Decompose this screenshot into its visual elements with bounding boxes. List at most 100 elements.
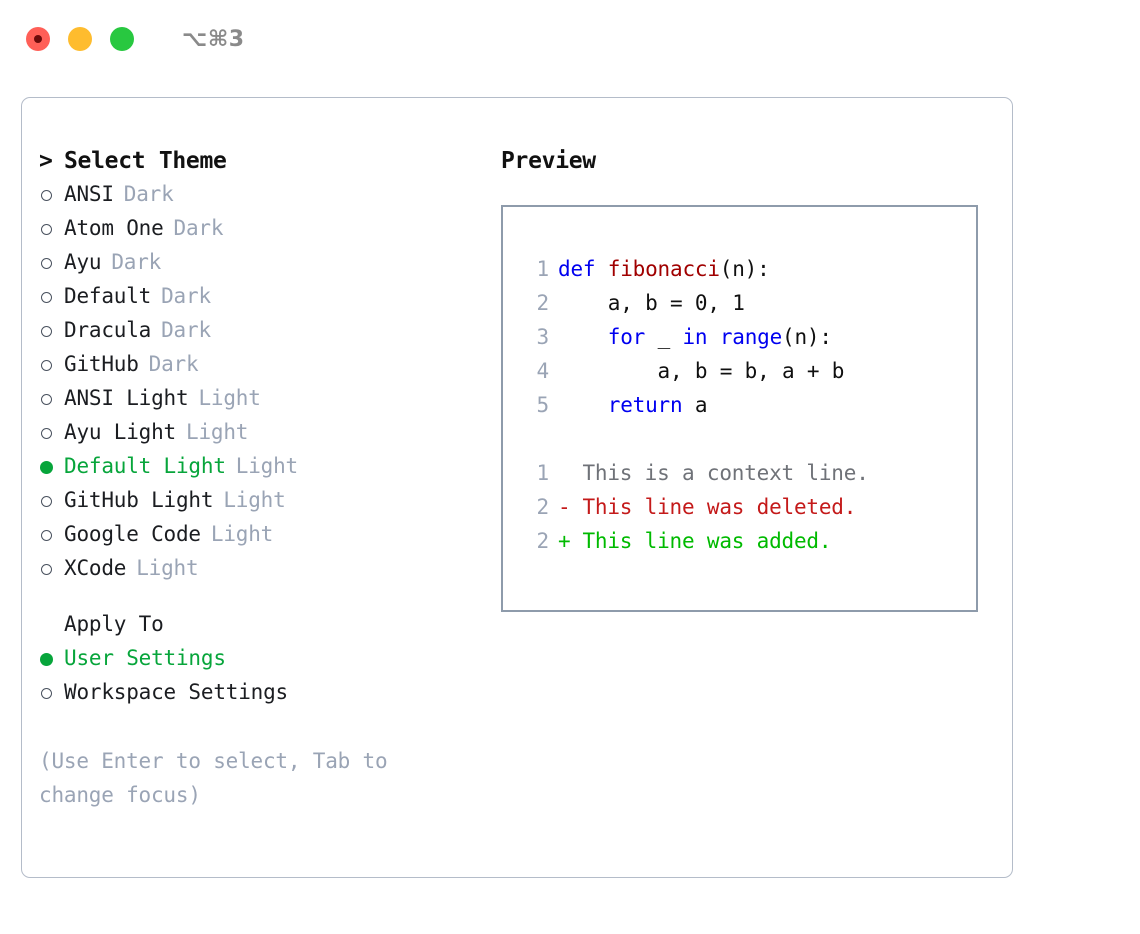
- apply-to-option-user-settings[interactable]: User Settings: [39, 646, 469, 680]
- apply-to-option-label: User Settings: [64, 646, 226, 670]
- code-token-plain: (n):: [782, 325, 832, 349]
- line-number: 2: [536, 291, 550, 315]
- theme-option-label: Default Light: [64, 454, 226, 478]
- preview-heading: Preview: [501, 148, 596, 174]
- theme-option-variant-tag: Dark: [161, 318, 211, 342]
- code-token-fn: fibonacci: [607, 257, 720, 281]
- theme-option-label: Default: [64, 284, 152, 308]
- diff-marker: +: [558, 529, 571, 553]
- line-number: 4: [536, 359, 550, 383]
- theme-option-variant-tag: Light: [136, 556, 199, 580]
- theme-option-label: GitHub Light: [64, 488, 214, 512]
- diff-snippet: 1 This is a context line.2- This line wa…: [519, 456, 869, 558]
- diff-marker: -: [558, 495, 571, 519]
- theme-option-variant-tag: Light: [198, 386, 261, 410]
- minimize-window-icon[interactable]: [68, 27, 92, 51]
- theme-option-variant-tag: Light: [210, 522, 274, 546]
- code-token-kw: return: [607, 393, 683, 417]
- theme-option-ayu[interactable]: Ayu Dark: [39, 250, 469, 284]
- theme-option-default[interactable]: Default Dark: [39, 284, 469, 318]
- theme-option-variant-tag: Light: [186, 420, 249, 444]
- theme-option-ayu-light[interactable]: Ayu Light Light: [39, 420, 469, 454]
- theme-option-atom-one[interactable]: Atom One Dark: [39, 216, 469, 250]
- theme-option-label: GitHub: [64, 352, 139, 376]
- theme-option-github-light[interactable]: GitHub Light Light: [39, 488, 469, 522]
- line-number: 2: [536, 529, 550, 553]
- theme-option-label: Ayu: [64, 250, 102, 274]
- code-line: 4 a, b = b, a + b: [519, 354, 869, 388]
- theme-option-label: Dracula: [64, 318, 152, 342]
- code-line: 5 return a: [519, 388, 869, 422]
- code-token-plain: (n):: [719, 257, 770, 281]
- line-number: 5: [536, 393, 550, 417]
- code-token-plain: [558, 325, 608, 349]
- code-token-plain: a: [682, 393, 708, 417]
- diff-text: This line was added.: [570, 529, 832, 553]
- theme-option-default-light[interactable]: Default Light Light: [39, 454, 469, 488]
- theme-option-label: ANSI: [64, 182, 114, 206]
- diff-text: This line was deleted.: [570, 495, 857, 519]
- code-token-plain: a, b = b, a + b: [558, 359, 845, 383]
- code-line: 1 def fibonacci(n):: [519, 252, 869, 286]
- diff-marker: [558, 456, 570, 490]
- theme-option-variant-tag: Dark: [123, 182, 174, 206]
- line-number: 2: [536, 495, 550, 519]
- maximize-window-icon[interactable]: [110, 27, 134, 51]
- theme-option-label: Ayu Light: [64, 420, 176, 444]
- theme-option-variant-tag: Light: [235, 454, 298, 478]
- line-number: 3: [536, 325, 550, 349]
- theme-option-variant-tag: Dark: [111, 250, 162, 274]
- theme-option-ansi[interactable]: ANSI Dark: [39, 182, 469, 216]
- theme-option-xcode[interactable]: XCode Light: [39, 556, 469, 590]
- code-line: 2 a, b = 0, 1: [519, 286, 869, 320]
- apply-to-option-label: Workspace Settings: [64, 680, 288, 704]
- prompt-caret-icon: >: [39, 148, 53, 174]
- line-number: 1: [536, 257, 550, 281]
- apply-to-option-workspace-settings[interactable]: Workspace Settings: [39, 680, 469, 714]
- theme-option-variant-tag: Dark: [161, 284, 211, 308]
- apply-to-heading: Apply To: [64, 612, 164, 636]
- line-number: 1: [536, 461, 550, 485]
- code-token-plain: [707, 325, 719, 349]
- title-bar: ⌥⌘3: [0, 0, 1140, 78]
- theme-option-ansi-light[interactable]: ANSI Light Light: [39, 386, 469, 420]
- code-line: 3 for _ in range(n):: [519, 320, 869, 354]
- diff-line-text: + This line was added.: [558, 529, 832, 553]
- theme-option-google-code[interactable]: Google Code Light: [39, 522, 469, 556]
- theme-option-label: Google Code: [64, 522, 201, 546]
- code-token-kw: range: [719, 325, 783, 349]
- select-theme-heading: > Select Theme: [39, 148, 469, 182]
- keyboard-shortcut-label: ⌥⌘3: [182, 26, 245, 52]
- theme-option-label: XCode: [64, 556, 127, 580]
- theme-option-variant-tag: Dark: [148, 352, 199, 376]
- code-token-kw: for: [607, 325, 646, 349]
- theme-option-label: ANSI Light: [64, 386, 189, 410]
- code-token-plain: _: [645, 325, 683, 349]
- diff-line-added: 2 + This line was added.: [519, 524, 869, 558]
- diff-line-text: - This line was deleted.: [558, 495, 856, 519]
- theme-option-variant-tag: Light: [223, 488, 286, 512]
- diff-line-text: This is a context line.: [558, 461, 869, 485]
- diff-text: This is a context line.: [570, 461, 869, 485]
- theme-option-github[interactable]: GitHub Dark: [39, 352, 469, 386]
- theme-option-label: Atom One: [64, 216, 164, 240]
- close-window-icon[interactable]: [26, 27, 50, 51]
- theme-option-variant-tag: Dark: [173, 216, 224, 240]
- code-token-plain: a, b = 0, 1: [558, 291, 745, 315]
- code-token-plain: [558, 393, 608, 417]
- window-controls: [26, 27, 134, 51]
- select-theme-label: Select Theme: [64, 148, 227, 174]
- code-token-kw: def: [558, 257, 608, 281]
- section-gap: [39, 590, 469, 612]
- keyboard-hint-text: (Use Enter to select, Tab to change focu…: [39, 749, 388, 807]
- theme-option-dracula[interactable]: Dracula Dark: [39, 318, 469, 352]
